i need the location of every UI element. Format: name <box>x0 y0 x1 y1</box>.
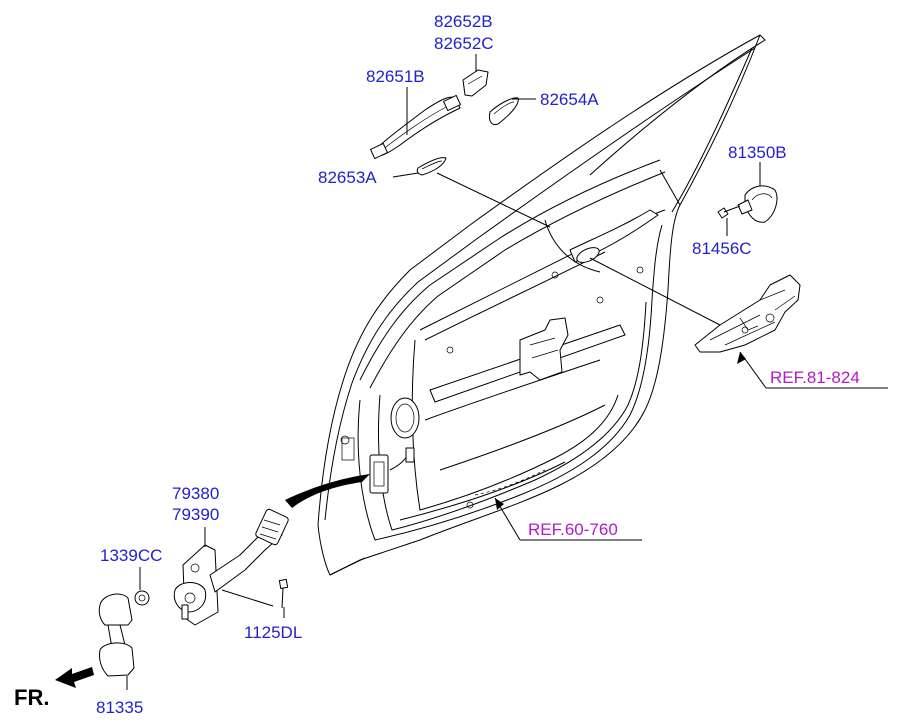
screw-81456c <box>717 205 741 219</box>
front-direction-arrow <box>55 667 94 688</box>
front-direction-label: FR. <box>14 685 49 710</box>
nut-1339cc <box>134 590 150 606</box>
leader-lines <box>126 54 888 690</box>
cover-81350b <box>737 185 778 223</box>
door-checker <box>173 508 289 626</box>
bolt-1125dl <box>278 578 289 609</box>
label-81350b: 81350B <box>728 143 787 162</box>
label-82653a: 82653A <box>318 168 377 187</box>
inside-handle-mechanism <box>694 274 801 353</box>
label-1125dl: 1125DL <box>244 623 302 642</box>
ref-81-824: REF.81-824 <box>770 368 860 387</box>
label-82652c: 82652C <box>434 34 494 53</box>
ref60-arrowhead <box>495 498 504 510</box>
label-82654a: 82654A <box>540 90 599 109</box>
ref81-arrowhead <box>737 352 746 364</box>
label-79390: 79390 <box>172 505 219 524</box>
gasket-82654a <box>489 97 519 125</box>
label-81456c: 81456C <box>692 239 752 258</box>
label-79380: 79380 <box>172 484 219 503</box>
label-82652b: 82652B <box>434 12 493 31</box>
striker-81335 <box>98 593 135 677</box>
label-81335: 81335 <box>96 698 143 717</box>
handle-cover-82652b <box>462 69 489 97</box>
label-82651b: 82651B <box>366 67 425 86</box>
label-1339cc: 1339CC <box>100 546 162 565</box>
gasket-82653a <box>416 157 447 176</box>
ref-60-760: REF.60-760 <box>528 520 618 539</box>
outside-handle-82651b <box>370 95 461 159</box>
door-panel <box>285 34 766 576</box>
